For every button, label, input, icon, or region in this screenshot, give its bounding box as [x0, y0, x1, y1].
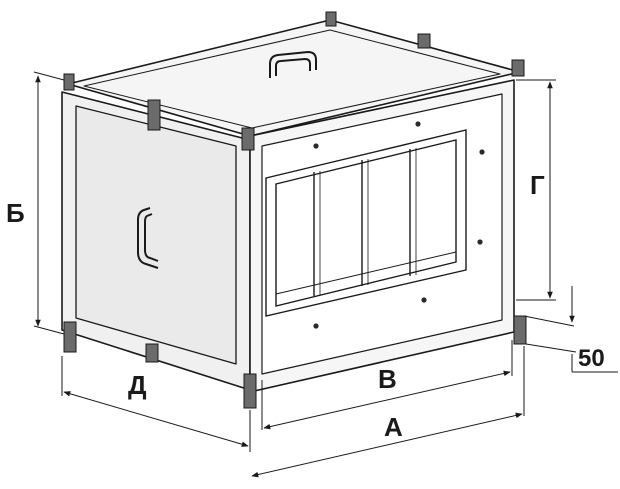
bracket-bottom-left: [63, 321, 77, 353]
bracket-top-back: [325, 11, 337, 27]
bracket-top-right: [417, 33, 431, 49]
bracket-top-far-right: [511, 59, 525, 77]
opening-inner: [275, 139, 457, 307]
opening-floor: [275, 251, 457, 295]
top-handle-icon: [269, 50, 317, 78]
label-a: А: [384, 412, 403, 442]
bracket-top-front: [241, 127, 255, 151]
top-panel-inner: [83, 29, 501, 129]
side-panel-door: [75, 105, 237, 365]
label-b: Б: [6, 198, 25, 228]
dim-d-line: [63, 391, 249, 447]
dim-a-line: [251, 412, 523, 478]
bracket-bottom-mid: [145, 343, 159, 363]
label-d: Д: [128, 370, 147, 400]
bracket-top-mid: [147, 99, 161, 131]
side-handle-icon: [137, 207, 159, 269]
corner-brackets: [63, 11, 527, 409]
bracket-top-left: [63, 73, 75, 91]
air-opening: [265, 129, 467, 317]
bracket-bottom-right: [513, 315, 527, 345]
frame-screws: [313, 121, 485, 329]
label-g: Г: [530, 170, 545, 200]
label-offset: 50: [578, 345, 605, 372]
dimension-lines: [33, 71, 618, 478]
label-v: В: [378, 364, 397, 394]
bracket-bottom-front: [243, 373, 257, 409]
